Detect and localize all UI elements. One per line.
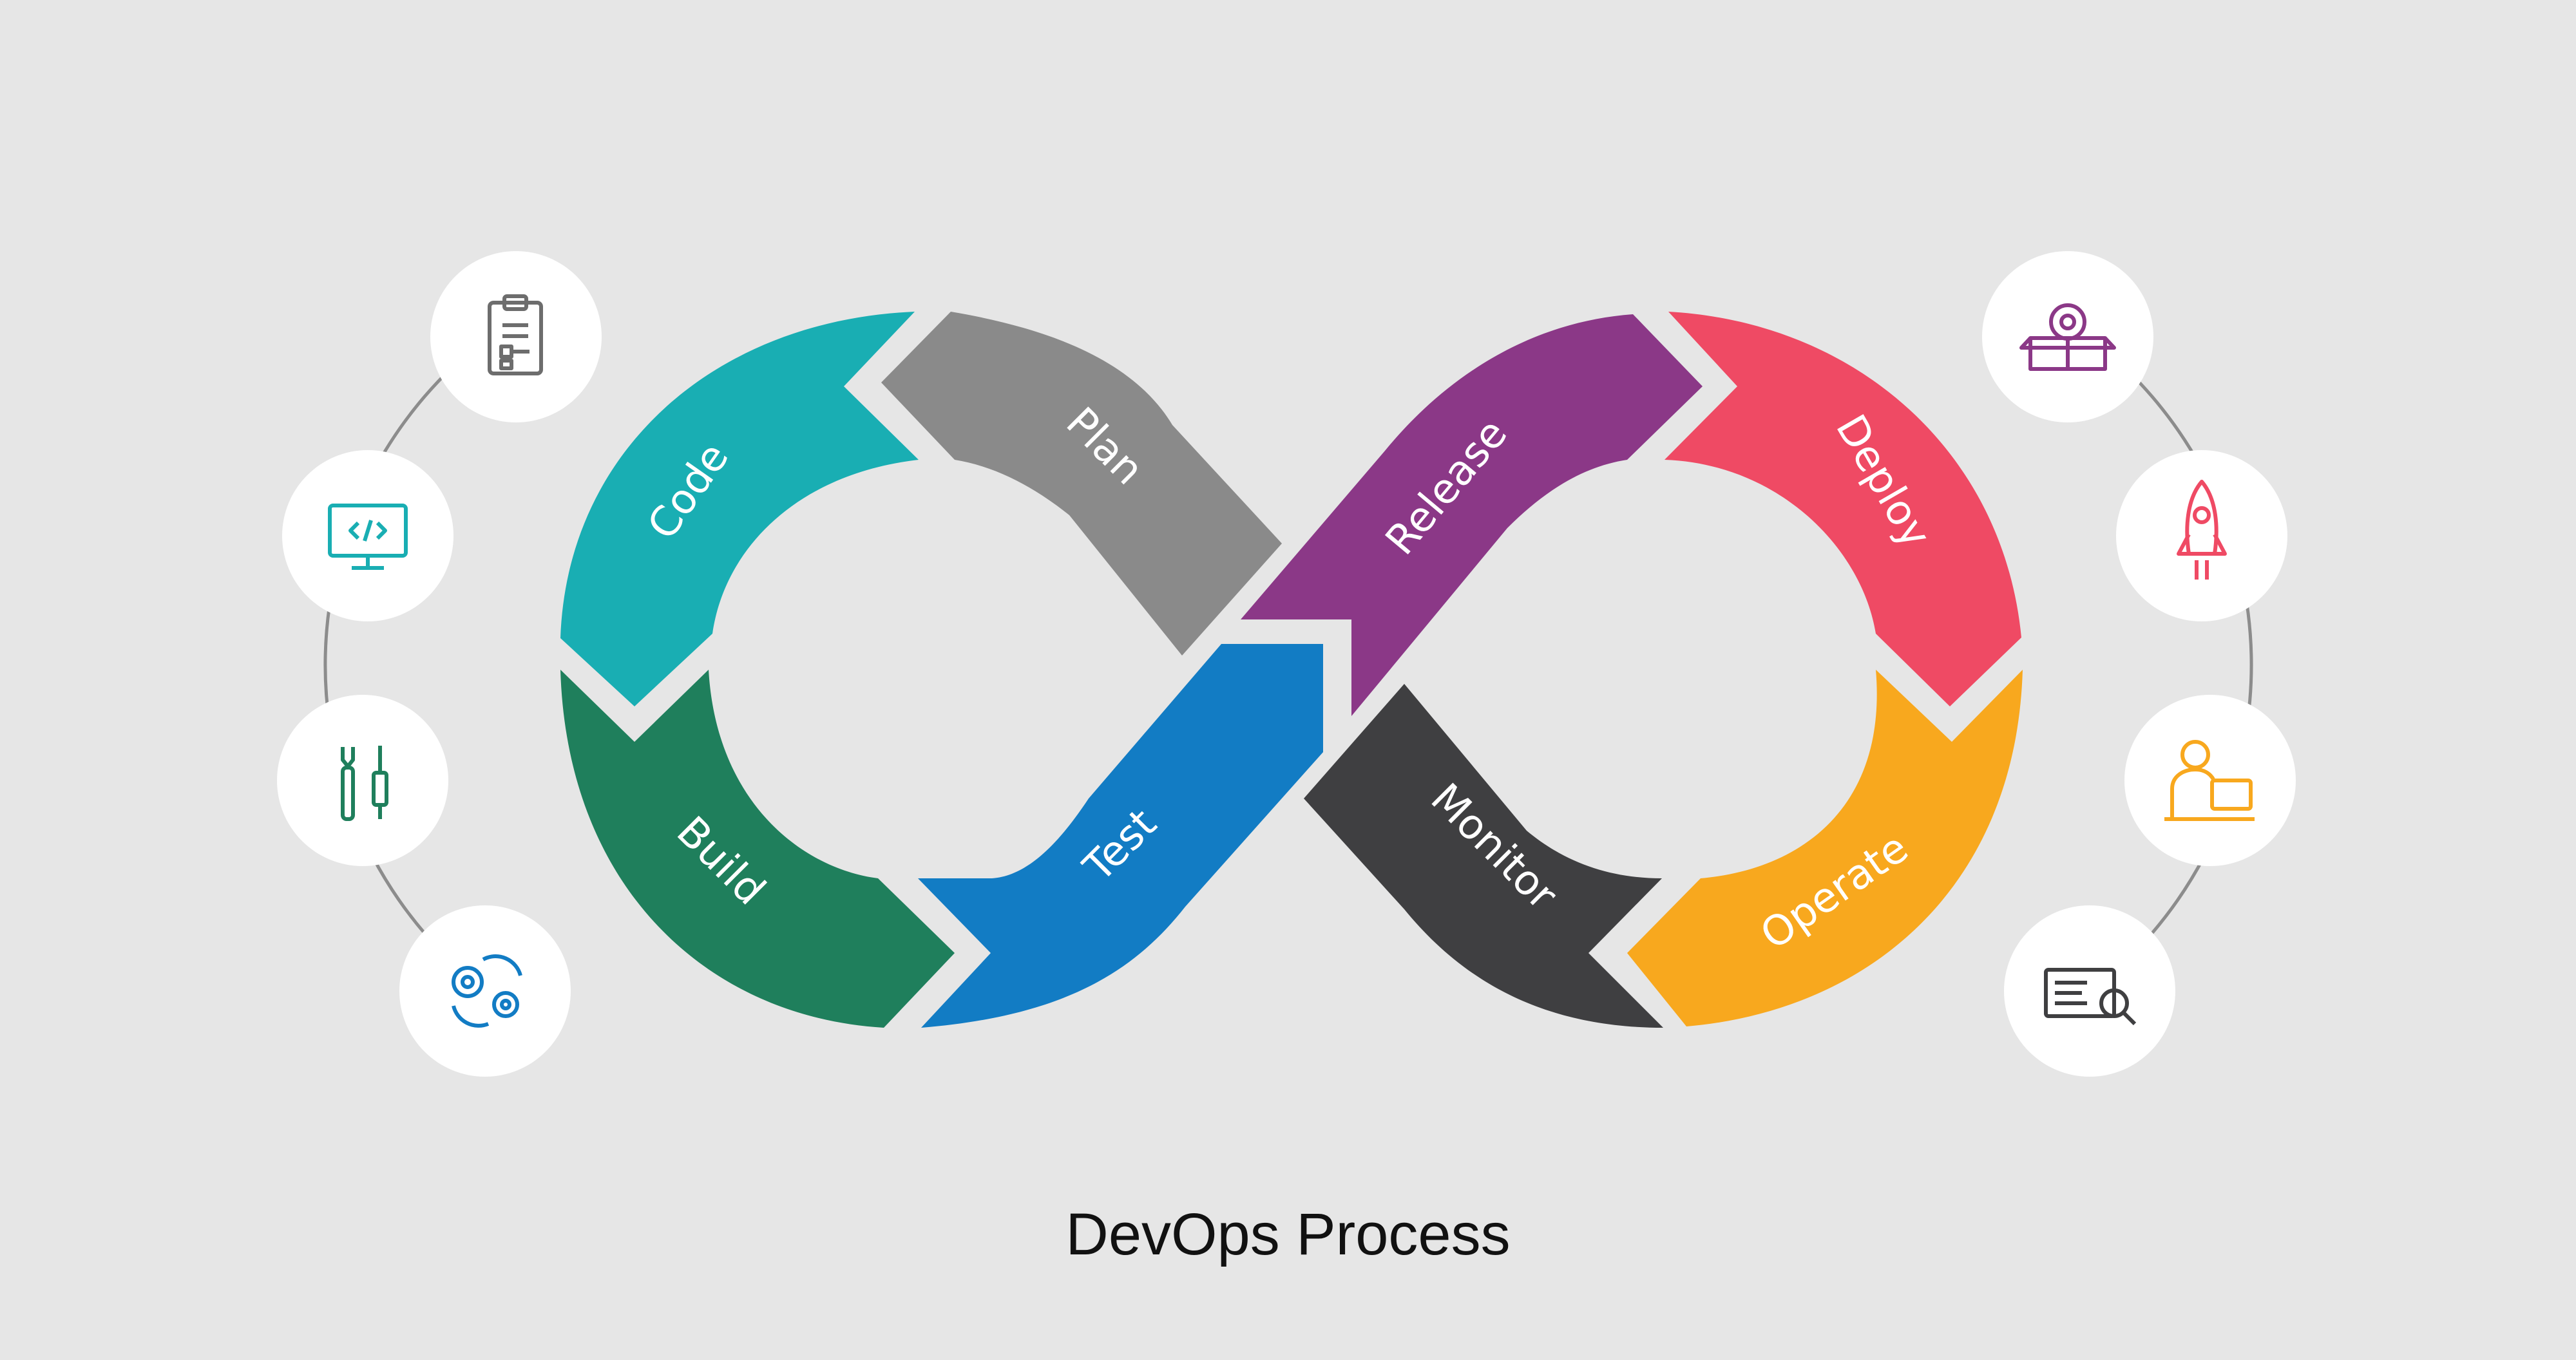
tools-icon bbox=[341, 746, 388, 821]
icon-circle-operate bbox=[2124, 695, 2296, 866]
icon-circle-plan bbox=[430, 251, 602, 422]
segment-plan[interactable] bbox=[881, 312, 1282, 656]
segment-release[interactable] bbox=[1241, 314, 1703, 716]
monitor-code-icon bbox=[328, 504, 408, 570]
icon-circle-release bbox=[1982, 251, 2153, 422]
gears-cycle-icon bbox=[452, 954, 522, 1028]
screen-search-icon bbox=[2044, 968, 2137, 1026]
right-connector-arc bbox=[2089, 337, 2253, 993]
segment-deploy[interactable] bbox=[1665, 312, 2021, 706]
segment-monitor[interactable] bbox=[1304, 684, 1663, 1028]
left-connector-arc bbox=[323, 337, 488, 993]
person-laptop-icon bbox=[2164, 740, 2255, 821]
icon-circle-build bbox=[277, 695, 448, 866]
segment-build[interactable] bbox=[560, 670, 955, 1028]
segment-operate[interactable] bbox=[1627, 670, 2023, 1026]
icon-circle-monitor bbox=[2004, 905, 2175, 1077]
segment-test[interactable] bbox=[918, 644, 1323, 1028]
clipboard-plan-icon bbox=[488, 294, 543, 375]
diagram-title: DevOps Process bbox=[1065, 1202, 1511, 1267]
icon-circle-gears bbox=[399, 905, 571, 1077]
icon-circle-code bbox=[282, 450, 453, 621]
rocket-icon bbox=[2177, 480, 2227, 580]
box-gear-icon bbox=[2019, 303, 2116, 371]
icon-circle-deploy bbox=[2116, 450, 2287, 621]
segment-code[interactable] bbox=[560, 312, 919, 706]
